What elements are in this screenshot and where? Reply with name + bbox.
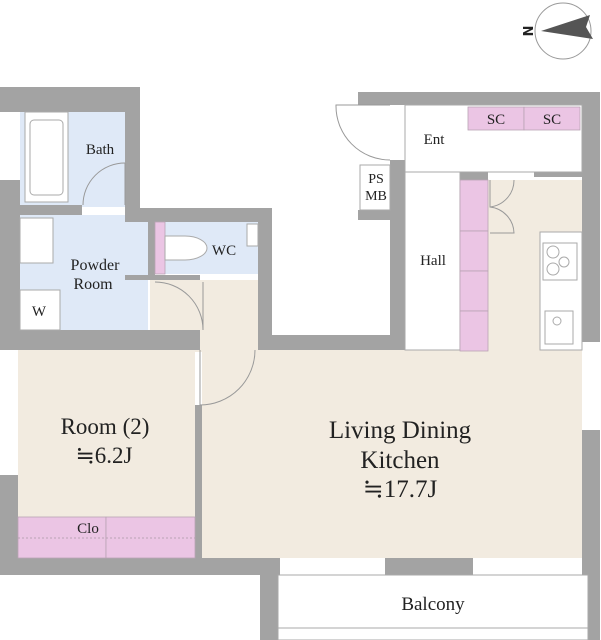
ps-label: PS bbox=[368, 172, 384, 187]
kitchen-door[interactable] bbox=[489, 179, 515, 234]
wc-shelf bbox=[154, 221, 166, 275]
ldk-label-1: Living Dining bbox=[329, 417, 472, 444]
room2-size: ≒6.2J bbox=[76, 443, 133, 468]
sink-icon bbox=[544, 310, 574, 345]
powder-room-label-1: Powder bbox=[71, 257, 121, 274]
hall-label: Hall bbox=[420, 253, 446, 269]
ldk-label-2: Kitchen bbox=[360, 447, 440, 474]
washbasin bbox=[19, 217, 54, 264]
washer-label: W bbox=[32, 304, 47, 320]
closet-label: Clo bbox=[77, 521, 99, 537]
shoe-cabinet-2 bbox=[523, 106, 581, 131]
north-label: N bbox=[519, 26, 534, 37]
entrance-door[interactable] bbox=[335, 104, 391, 161]
walls bbox=[0, 87, 600, 640]
ldk-floor bbox=[202, 350, 582, 558]
ldk-size: ≒17.7J bbox=[363, 476, 438, 503]
washer-space bbox=[19, 289, 61, 331]
room2-label: Room (2) bbox=[61, 414, 150, 439]
compass-icon: N bbox=[519, 2, 593, 60]
wc-label: WC bbox=[212, 243, 236, 259]
mb-label: MB bbox=[365, 189, 387, 204]
bath-label: Bath bbox=[86, 142, 115, 158]
shoe-cabinet-2-label: SC bbox=[543, 112, 561, 128]
storage-cabinets bbox=[459, 310, 489, 352]
toilet-icon bbox=[164, 235, 208, 261]
powder-room-label-2: Room bbox=[73, 276, 113, 293]
entrance-label: Ent bbox=[424, 132, 446, 148]
ps-mb-box bbox=[359, 164, 391, 211]
wc-door[interactable] bbox=[154, 281, 204, 331]
balcony-label: Balcony bbox=[401, 594, 465, 615]
bath-door[interactable] bbox=[82, 162, 126, 206]
shoe-cabinet-1-label: SC bbox=[487, 112, 505, 128]
room2-door[interactable] bbox=[199, 349, 256, 406]
balcony-floor bbox=[277, 574, 589, 640]
